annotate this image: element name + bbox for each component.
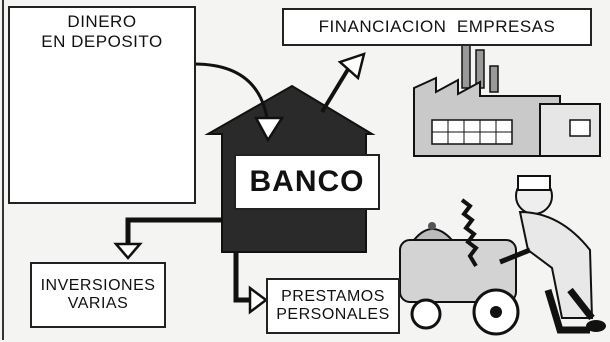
investments-label-line2: VARIAS	[67, 295, 129, 312]
deposit-label-line2: EN DEPOSITO	[41, 31, 163, 51]
investments-label-line1: INVERSIONES	[40, 276, 156, 294]
arrowhead-investments-icon	[113, 242, 143, 260]
loans-label-line1: PRESTAMOS	[281, 287, 385, 305]
arrow-bank-to-loans	[233, 252, 254, 303]
arrow-bank-to-investments	[125, 217, 222, 246]
loans-box: PRESTAMOS PERSONALES	[266, 278, 400, 334]
arrowhead-financing-icon	[337, 52, 366, 81]
bank-label: BANCO	[249, 164, 365, 198]
financing-label: FINANCIACION EMPRESAS	[318, 17, 556, 37]
arrowhead-deposit-icon	[253, 116, 285, 143]
arrow-bank-to-financing	[320, 64, 352, 114]
investments-box: INVERSIONES VARIAS	[30, 262, 166, 328]
bank-box: BANCO	[234, 154, 380, 210]
loans-label-line2: PERSONALES	[276, 306, 390, 323]
vendor-cart-illustration	[399, 175, 606, 336]
arrow-deposit-to-bank	[193, 62, 270, 127]
deposit-label-line1: DINERO	[67, 12, 137, 31]
factory-illustration	[413, 43, 601, 157]
financing-box: FINANCIACION EMPRESAS	[282, 8, 592, 46]
deposit-box: DINERO EN DEPOSITO	[8, 6, 196, 204]
arrowhead-loans-icon	[248, 285, 269, 315]
